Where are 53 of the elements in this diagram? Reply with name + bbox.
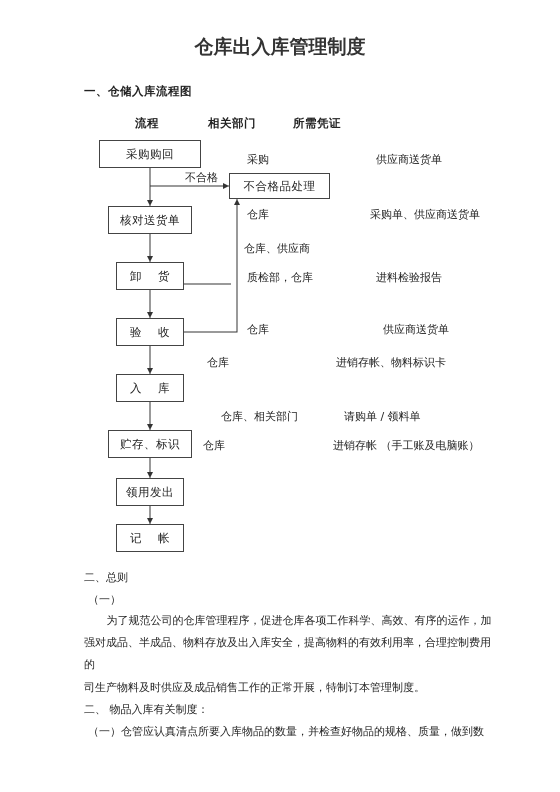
column-header: 流程 bbox=[135, 116, 159, 130]
flow-arrow bbox=[147, 234, 153, 262]
page-title: 仓库出入库管理制度 bbox=[194, 36, 366, 59]
department-text: 仓库 bbox=[203, 439, 225, 452]
column-header: 相关部门 bbox=[208, 116, 256, 130]
department-text: 仓库、相关部门 bbox=[221, 410, 298, 423]
document-text: 采购单、供应商送货单 bbox=[370, 208, 480, 221]
process-box bbox=[229, 173, 330, 199]
document-text: 进销存帐 （手工账及电脑账） bbox=[333, 439, 480, 452]
process-box bbox=[116, 524, 184, 552]
column-header: 所需凭证 bbox=[293, 116, 341, 130]
step-text: 领用发出 bbox=[126, 485, 174, 499]
step-text: 贮存、标识 bbox=[120, 437, 180, 451]
step-text: 采购购回 bbox=[126, 147, 174, 161]
process-box bbox=[116, 262, 184, 290]
flow-arrow bbox=[147, 290, 153, 318]
process-box bbox=[116, 374, 184, 402]
document-text: 进销存帐、物料标识卡 bbox=[336, 356, 446, 369]
department-text: 采购 bbox=[247, 153, 269, 166]
process-box bbox=[116, 318, 184, 346]
step-text: 入 库 bbox=[130, 381, 170, 395]
body-paragraph: 司生产物料及时供应及成品销售工作的正常开展，特制订本管理制度。 bbox=[84, 680, 425, 694]
section-heading: 二、 物品入库有关制度： bbox=[84, 702, 209, 716]
department-text: 仓库 bbox=[207, 356, 229, 369]
document-text: 供应商送货单 bbox=[376, 153, 442, 166]
department-text: 仓库、供应商 bbox=[244, 242, 310, 255]
flow-arrow bbox=[147, 402, 153, 430]
edge-label: 不合格 bbox=[184, 171, 219, 184]
clause-number: （一） bbox=[88, 592, 121, 607]
process-box bbox=[108, 430, 192, 458]
flow-arrow bbox=[147, 506, 153, 524]
document-text: 供应商送货单 bbox=[383, 323, 449, 336]
document-text: 请购单 / 领料单 bbox=[344, 410, 421, 423]
section-heading: 二、总则 bbox=[84, 570, 128, 585]
flow-arrow bbox=[147, 458, 153, 478]
step-text: 记 帐 bbox=[130, 531, 170, 545]
process-box bbox=[99, 140, 201, 168]
flow-arrow bbox=[147, 346, 153, 374]
body-paragraph: 为了规范公司的仓库管理程序，促进仓库各项工作科学、高效、有序的运作，加强对成品、半成品、物料存放及出入库安全，提高物料的有效利用率，合理控制费用的 bbox=[84, 613, 492, 673]
flow-arrow bbox=[150, 168, 230, 189]
step-text: 卸 货 bbox=[130, 269, 170, 283]
body-paragraph: （一）仓管应认真清点所要入库物品的数量，并检查好物品的规格、质量，做到数 bbox=[88, 724, 484, 738]
section-heading: 一、仓储入库流程图 bbox=[84, 84, 192, 98]
step-text: 不合格品处理 bbox=[244, 179, 316, 193]
department-text: 质检部，仓库 bbox=[247, 271, 313, 284]
process-box bbox=[116, 478, 184, 506]
department-text: 仓库 bbox=[247, 208, 269, 221]
process-box bbox=[108, 206, 192, 234]
flow-arrow bbox=[184, 198, 240, 332]
department-text: 仓库 bbox=[247, 323, 269, 336]
step-text: 验 收 bbox=[130, 325, 170, 339]
document-text: 进料检验报告 bbox=[376, 271, 442, 284]
step-text: 核对送货单 bbox=[120, 213, 180, 227]
